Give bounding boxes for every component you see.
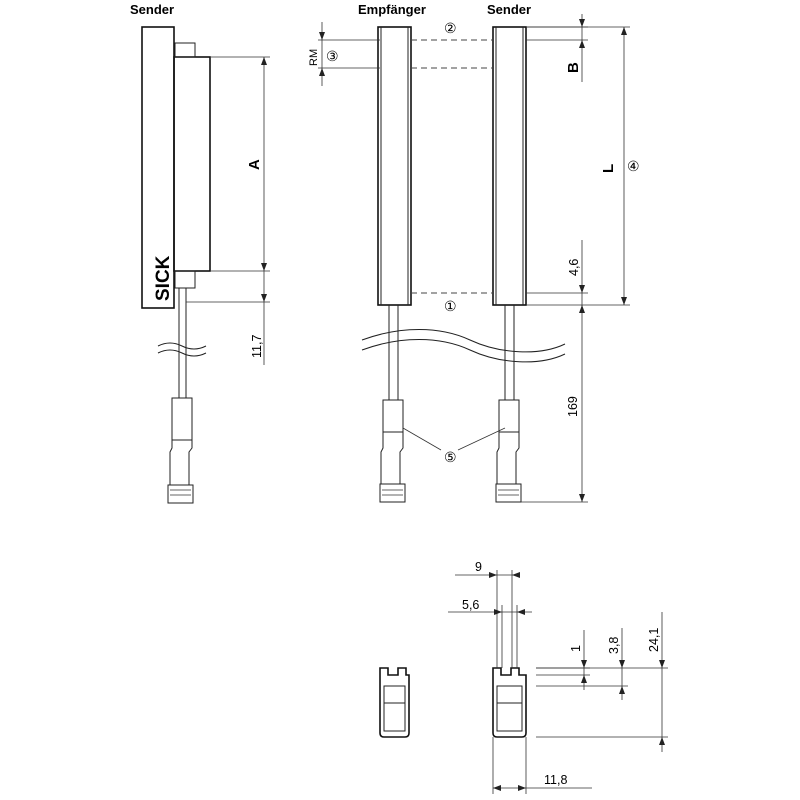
- sender-front-view: [492, 26, 527, 503]
- dim-11-8: 11,8: [544, 773, 567, 787]
- dim-169: 169: [566, 396, 580, 417]
- dim-L: L: [600, 164, 617, 173]
- dim-RM: RM: [308, 49, 320, 66]
- callout-3: ③: [326, 48, 339, 64]
- dim-3-8: 3,8: [607, 637, 621, 654]
- header-sender-left: Sender: [130, 2, 174, 17]
- dim-4-6: 4,6: [567, 259, 581, 276]
- header-sender-right: Sender: [487, 2, 531, 17]
- callout-2: ②: [444, 20, 457, 36]
- callout-5: ⑤: [444, 449, 457, 465]
- dim-11-7: 11,7: [250, 335, 264, 358]
- header-receiver: Empfänger: [358, 2, 426, 17]
- callout-1: ①: [444, 298, 457, 314]
- callout-4: ④: [627, 158, 640, 174]
- cross-section-right: 9 5,6 1 3,8 24,1 11,8: [448, 560, 668, 794]
- dim-5-6: 5,6: [462, 598, 479, 612]
- dim-A: A: [246, 159, 263, 170]
- dim-9: 9: [475, 560, 482, 574]
- sick-logo: SICK: [153, 255, 174, 301]
- dim-1: 1: [569, 645, 583, 652]
- receiver-front-view: [377, 26, 412, 503]
- cross-section-left: [379, 667, 410, 738]
- sender-side-view: SICK A 11,7: [141, 26, 270, 504]
- dim-24-1: 24,1: [647, 628, 661, 652]
- dim-B: B: [565, 62, 582, 73]
